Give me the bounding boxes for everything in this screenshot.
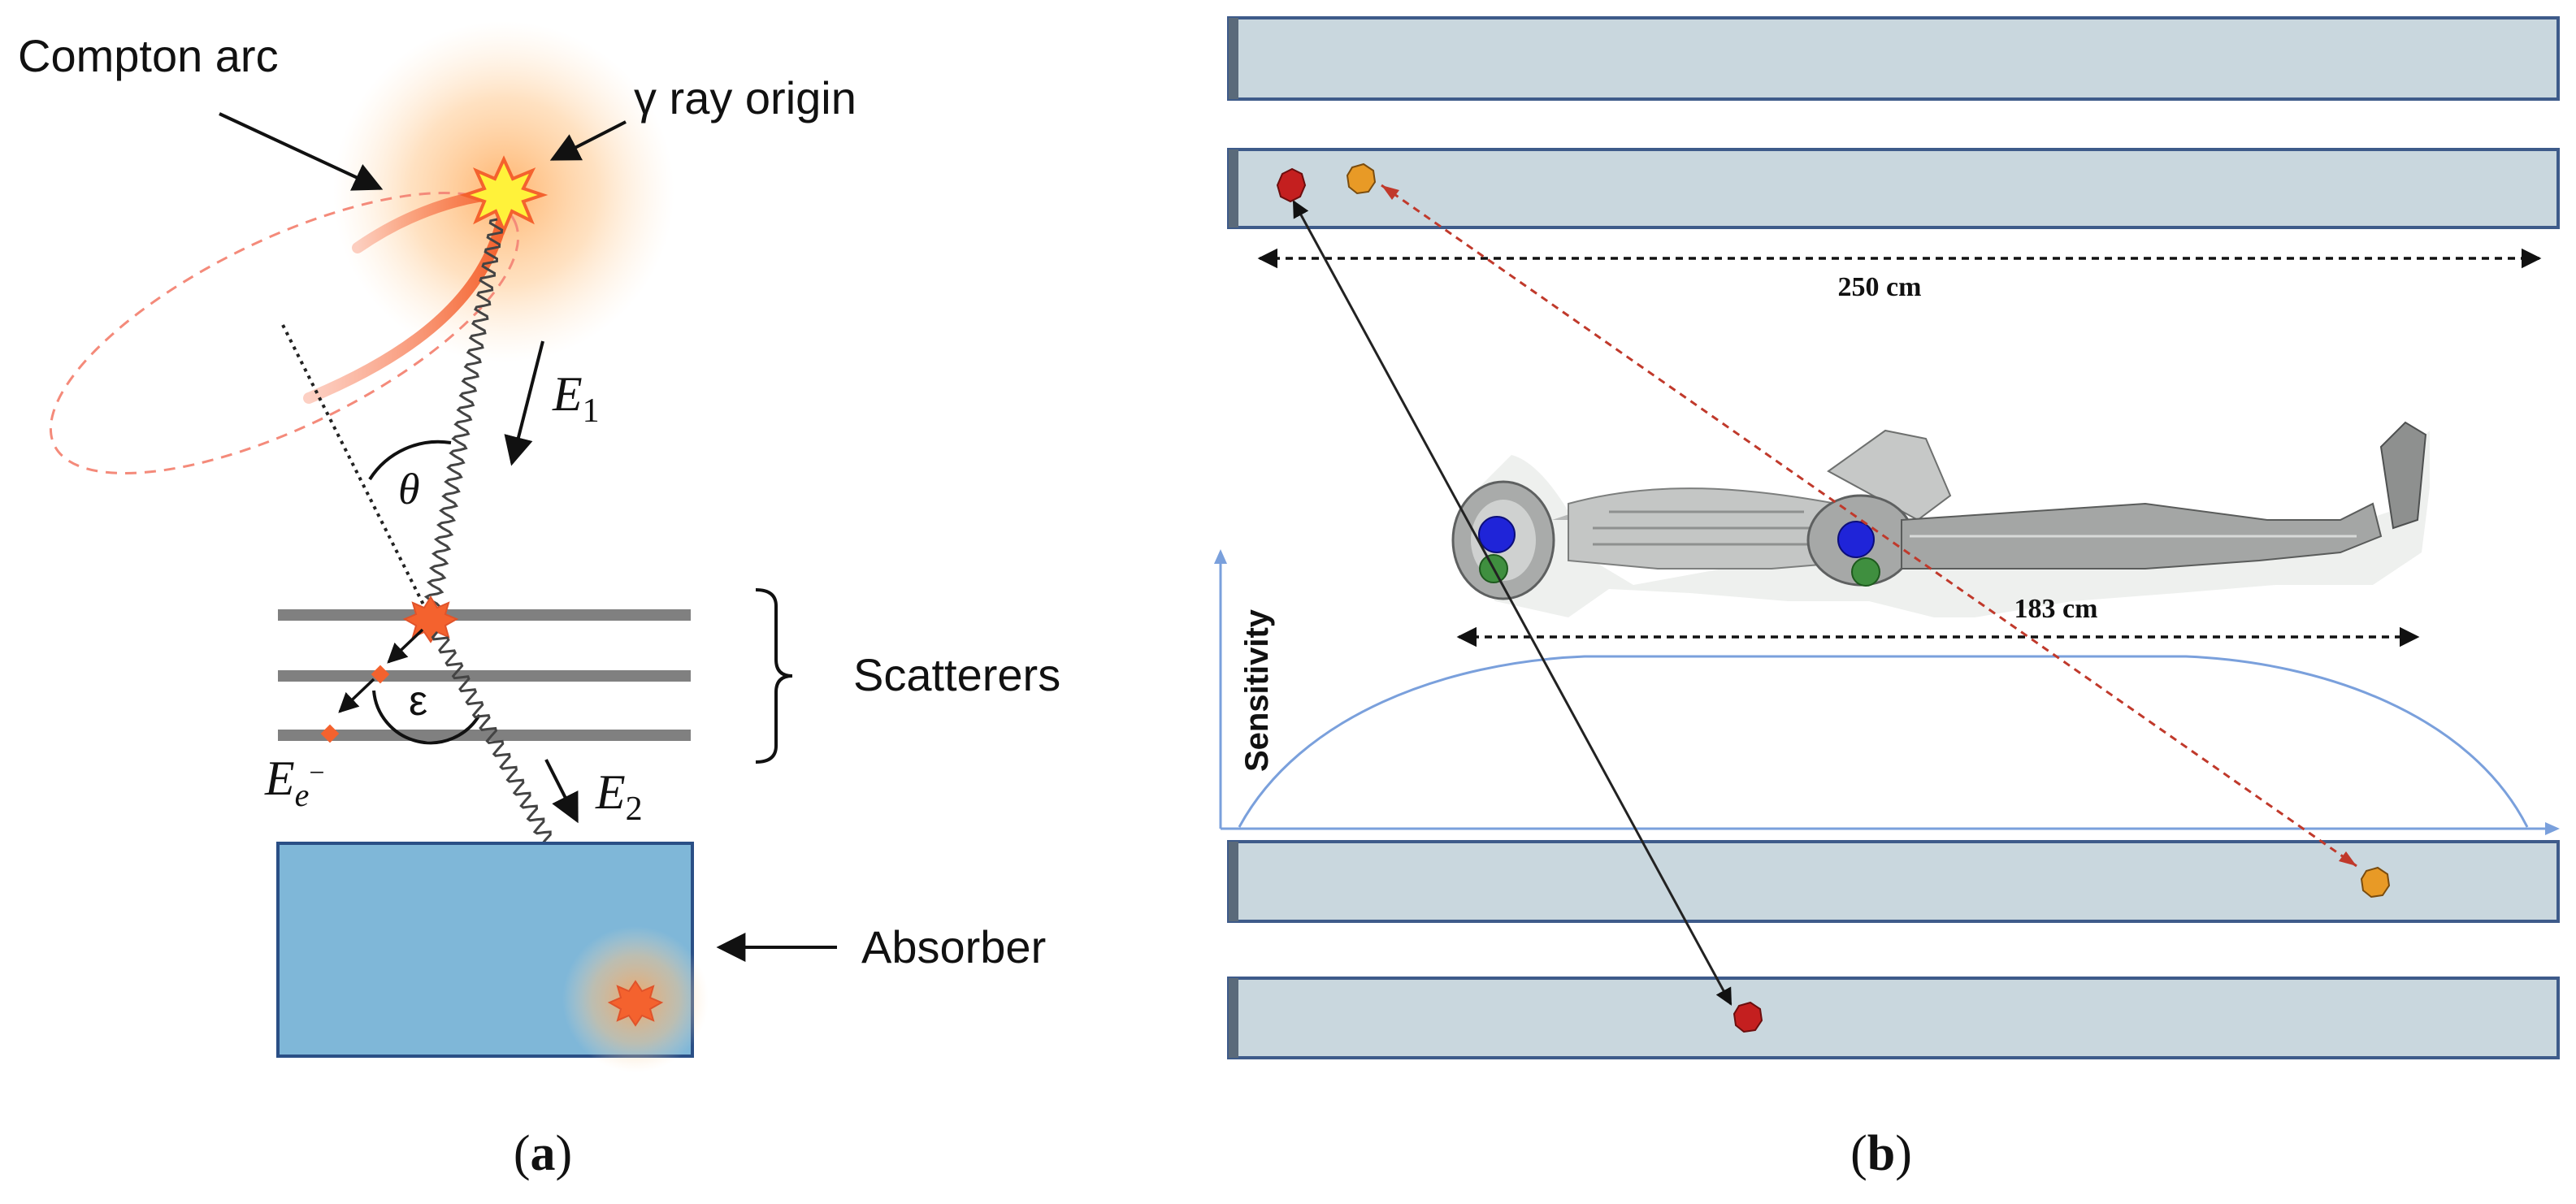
- source-sphere-blue-1: [1478, 516, 1516, 553]
- human-skeleton-figure: [1451, 421, 2430, 617]
- detection-blob-red-bottom: [1733, 1001, 1763, 1033]
- scatterer-plate-1: [278, 609, 691, 621]
- caption-a: (a): [514, 1126, 572, 1181]
- red-arrowhead-start: [1381, 185, 1399, 200]
- line-of-response-red: [1381, 184, 2357, 868]
- gamma-origin-label: γ ray origin: [634, 72, 856, 123]
- detection-blob-orange-top: [1346, 162, 1377, 195]
- gamma-ray-wave-1: [423, 218, 504, 608]
- source-sphere-green-2: [1851, 557, 1880, 587]
- absorption-point-icon: [607, 980, 664, 1027]
- e2-label: E2: [595, 765, 643, 828]
- gamma-origin-pointer: [549, 120, 627, 161]
- compton-arc-pointer: [219, 112, 384, 191]
- detector-bar-2: [1227, 148, 2560, 229]
- theta-angle-arc: [368, 440, 452, 481]
- e1-label: E1: [552, 367, 600, 430]
- scatterers-label: Scatterers: [853, 649, 1060, 700]
- panel-a: Compton arc γ ray origin E1 θ ε Ee− E2 S…: [18, 21, 1060, 1181]
- detection-blob-orange-bottom: [2360, 866, 2391, 899]
- line-of-response-black: [1292, 200, 1733, 1006]
- dimension-250-label: 250 cm: [1838, 272, 1922, 302]
- e1-arrow: [504, 340, 544, 466]
- e2-arrow: [544, 759, 579, 824]
- gamma-origin-burst-icon: [459, 155, 549, 236]
- electron-arrow-2: [338, 678, 375, 713]
- sensitivity-x-axis-arrow: [2545, 822, 2560, 835]
- theta-label: θ: [398, 465, 420, 513]
- dimension-183-label: 183 cm: [2014, 594, 2098, 624]
- scatterer-plate-3: [278, 730, 691, 741]
- detector-bar-3: [1227, 840, 2560, 923]
- red-arrowhead-end: [2339, 851, 2357, 866]
- electron-dot-2: [320, 724, 340, 743]
- source-sphere-blue-2: [1837, 521, 1875, 558]
- scatter-point-1-icon: [402, 596, 459, 643]
- compton-arc-solid-lower: [303, 206, 510, 404]
- detector-bar-4: [1227, 977, 2560, 1059]
- sensitivity-curve: [1238, 655, 2529, 828]
- epsilon-label: ε: [409, 678, 427, 725]
- caption-b: (b): [1850, 1126, 1912, 1181]
- absorber-label: Absorber: [861, 921, 1046, 972]
- scatterer-plate-2: [278, 670, 691, 682]
- compton-arc-dashed: [49, 192, 520, 474]
- epsilon-angle-arc: [372, 690, 481, 745]
- detector-bar-1: [1227, 16, 2560, 101]
- electron-energy-label: Ee−: [264, 751, 325, 813]
- scatterers-bracket: [755, 588, 793, 764]
- detection-blob-red-top: [1276, 167, 1307, 203]
- electron-arrow-1: [387, 628, 424, 664]
- sensitivity-y-axis-arrow: [1214, 549, 1227, 564]
- sensitivity-label: Sensitivity: [1239, 608, 1275, 772]
- panel-b: 250 cm Sensitivity 183 cm: [1214, 16, 2560, 1181]
- electron-dot-1: [371, 665, 390, 684]
- compton-arc-label: Compton arc: [18, 30, 279, 81]
